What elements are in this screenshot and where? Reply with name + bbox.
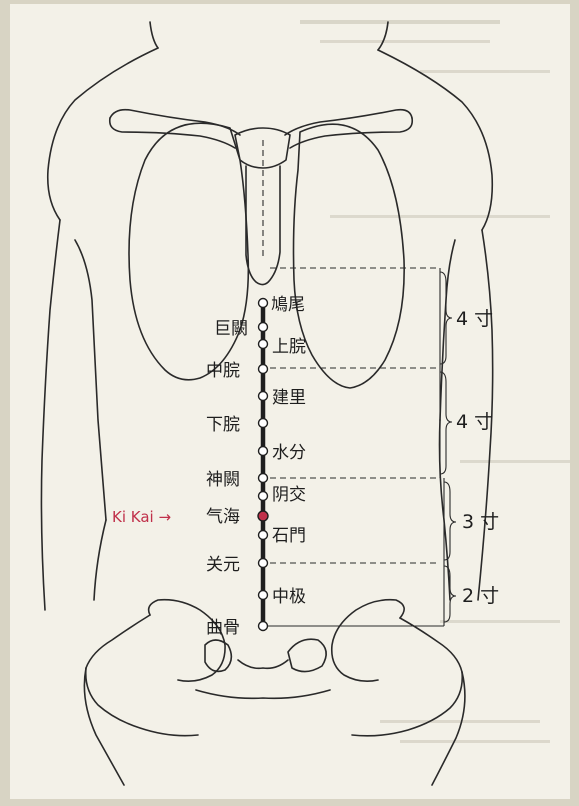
measurement-low-3: 3 寸: [462, 511, 499, 533]
acupoint-shuifen[interactable]: [259, 447, 268, 456]
acupoint-shimen[interactable]: [259, 531, 268, 540]
label-zhongwan: 中脘: [206, 361, 240, 381]
acupoint-qugu[interactable]: [259, 622, 268, 631]
acupoint-shangwan[interactable]: [259, 340, 268, 349]
acupoint-shenque[interactable]: [259, 474, 268, 483]
label-zhongji: 中极: [272, 587, 306, 607]
acupoint-guanyuan[interactable]: [259, 559, 268, 568]
acupoint-jianli[interactable]: [259, 392, 268, 401]
label-guanyuan: 关元: [206, 555, 240, 575]
acupoint-zhongwan[interactable]: [259, 365, 268, 374]
acupoint-yinjiao[interactable]: [259, 492, 268, 501]
label-xiawan: 下脘: [206, 415, 240, 435]
measurement-mid-4: 4 寸: [456, 411, 493, 433]
acupoint-jiuwei[interactable]: [259, 299, 268, 308]
acupoint-xiawan[interactable]: [259, 419, 268, 428]
acupoint-juque[interactable]: [259, 323, 268, 332]
label-shangwan: 上脘: [272, 337, 306, 357]
label-qihai: 气海: [206, 507, 240, 527]
label-jianli: 建里: [272, 388, 306, 408]
label-juque: 巨闕: [214, 319, 248, 339]
measurement-upper-4: 4 寸: [456, 308, 493, 330]
acupoint-zhongji[interactable]: [259, 591, 268, 600]
label-qugu: 曲骨: [206, 618, 240, 638]
measurement-pubic-2: 2 寸: [462, 585, 499, 607]
acupoint-qihai[interactable]: [258, 511, 268, 521]
label-shuifen: 水分: [272, 443, 306, 463]
label-shimen: 石門: [272, 526, 306, 546]
ki-kai-annotation: Ki Kai →: [112, 508, 171, 526]
label-yinjiao: 阴交: [272, 485, 306, 505]
label-jiuwei: 鳩尾: [271, 295, 305, 315]
label-shenque: 神闕: [206, 470, 240, 490]
